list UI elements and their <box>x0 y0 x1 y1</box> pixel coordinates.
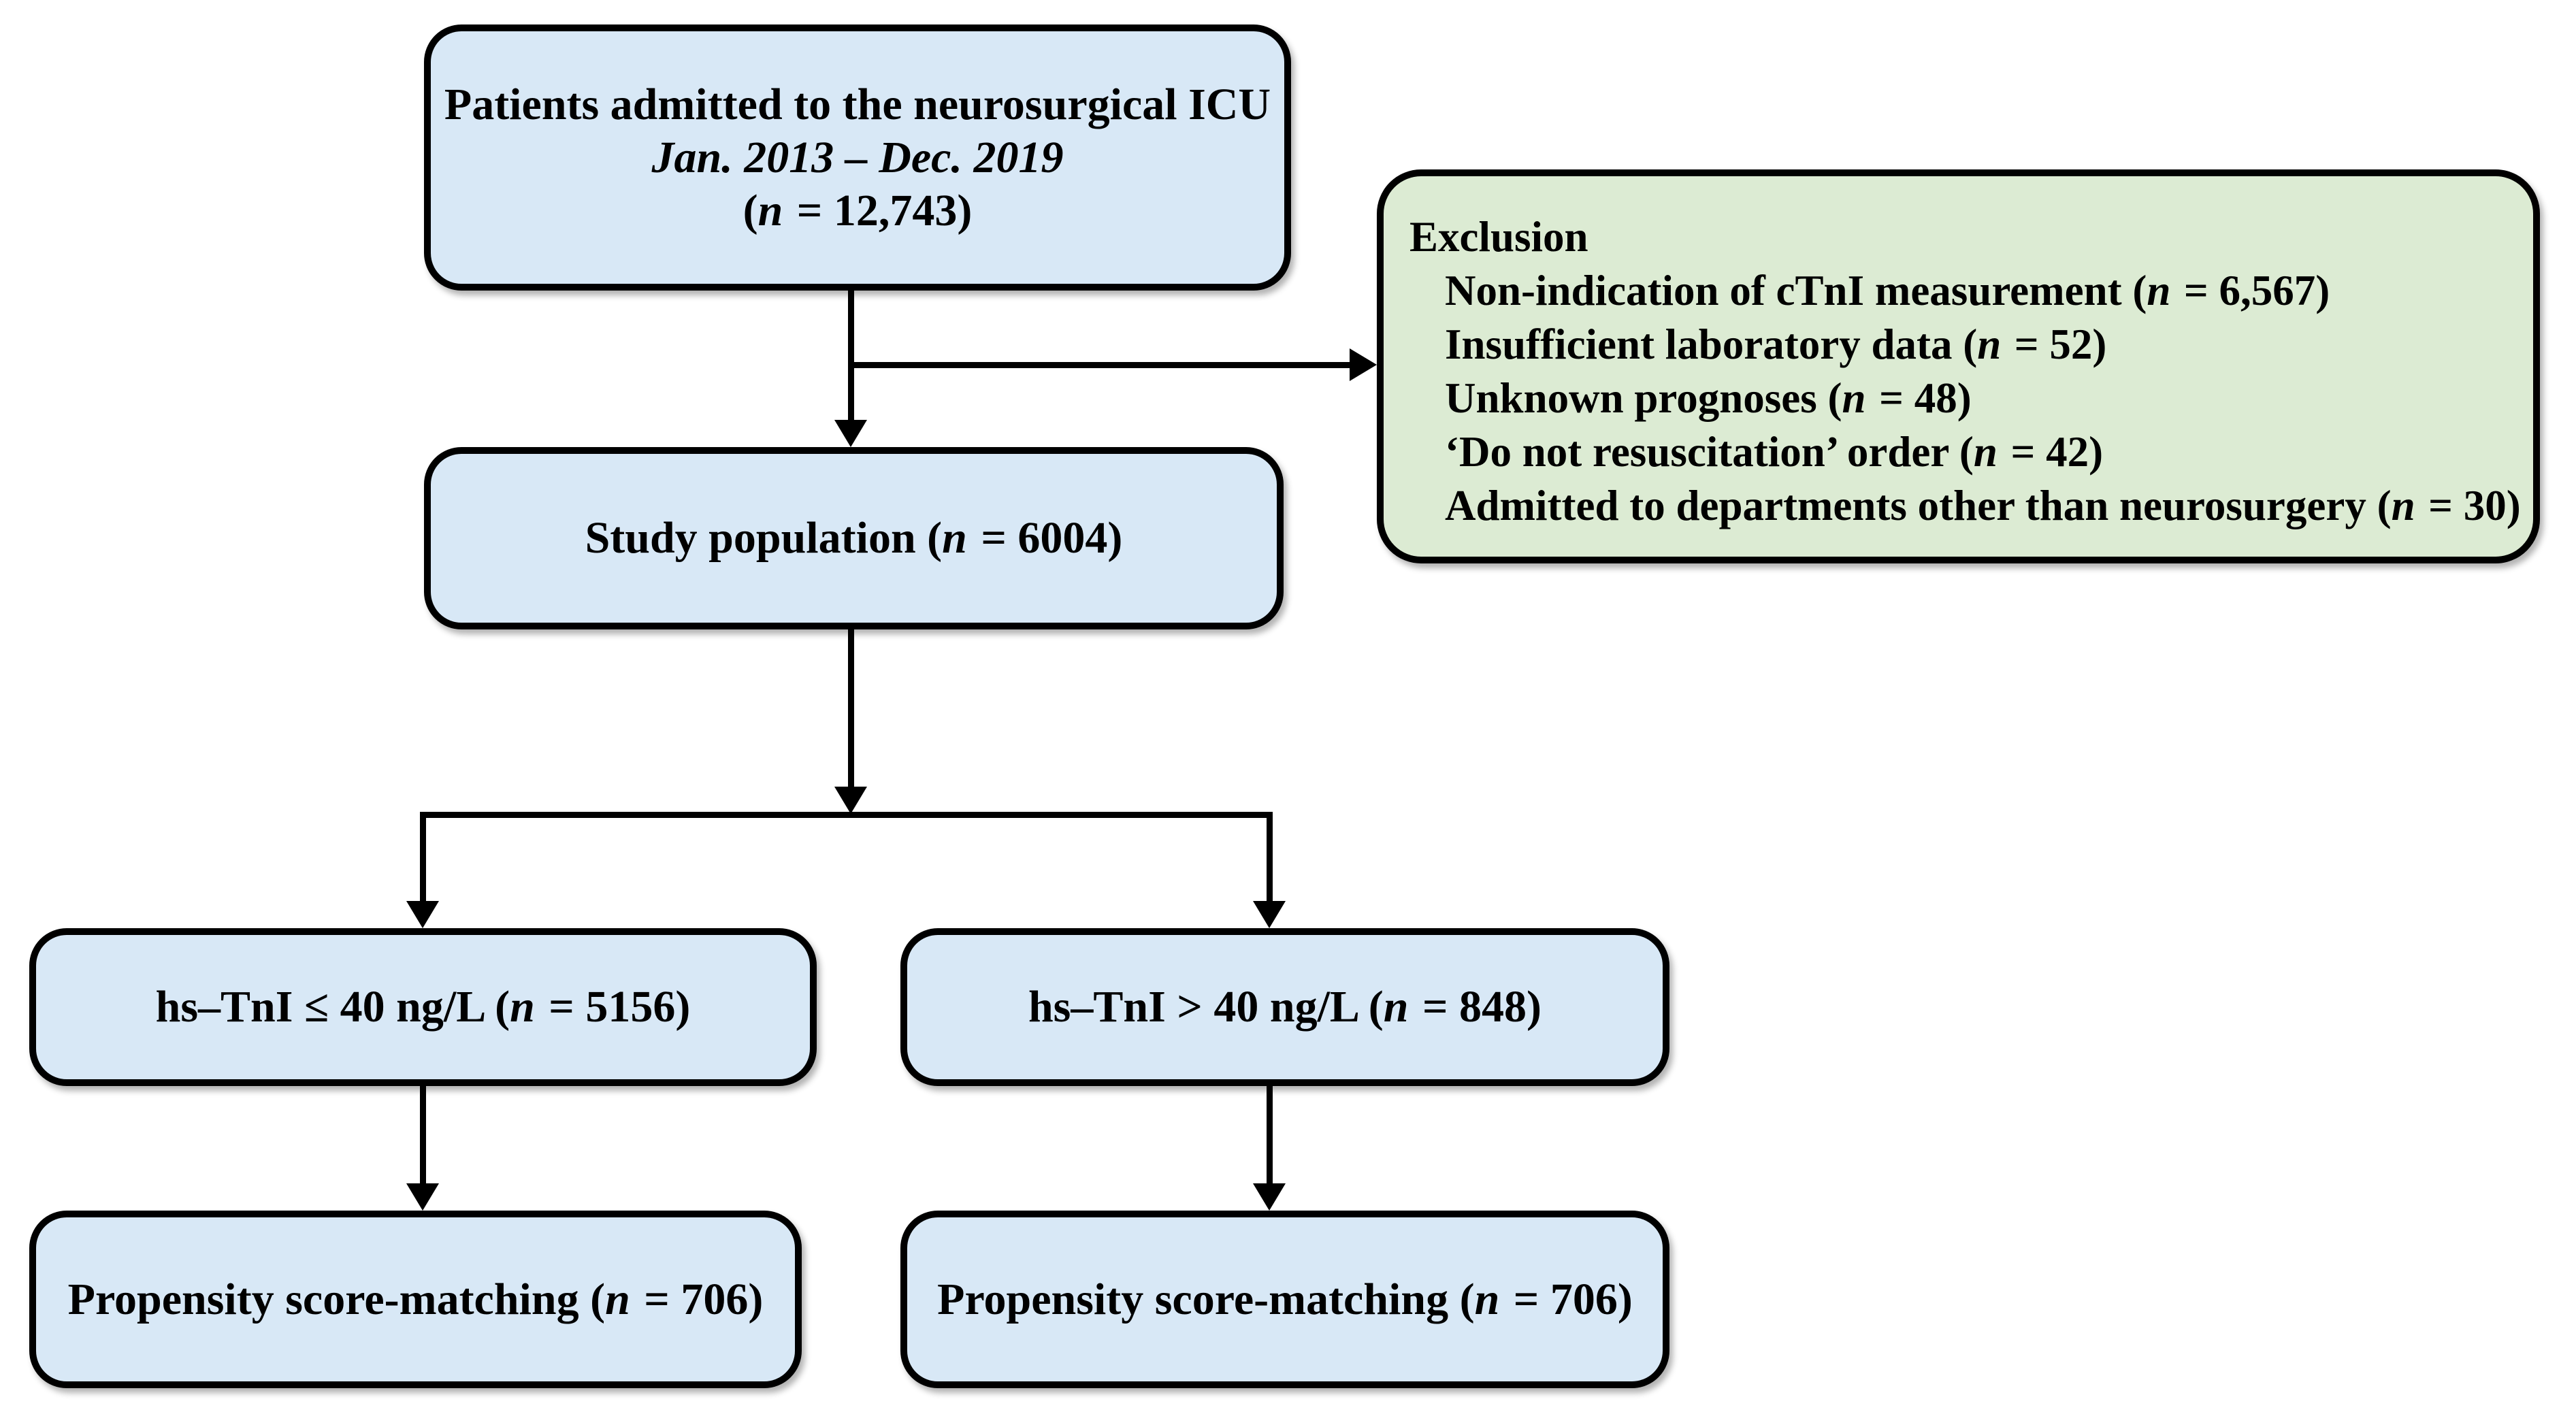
hs-tni-low-label: hs–TnI ≤ 40 ng/L (n = 5156) <box>155 982 691 1032</box>
exclusion-title: Exclusion <box>1409 213 1588 261</box>
admitted-count: (n = 12,743) <box>743 185 973 235</box>
psm-low-box: Propensity score-matching (n = 706) <box>29 1211 802 1388</box>
exclusion-item: ‘Do not resuscitation’ order (n = 42) <box>1445 428 2104 476</box>
connector-hs-low-to-psm <box>420 1086 426 1186</box>
down-arrowhead-icon <box>406 901 439 928</box>
connector-hs-high-to-psm <box>1267 1086 1273 1186</box>
right-arrowhead-icon <box>1350 348 1377 381</box>
admitted-patients-label: Patients admitted to the neurosurgical I… <box>431 31 1284 284</box>
study-population-label: Study population (n = 6004) <box>585 513 1123 563</box>
exclusion-item: Admitted to departments other than neuro… <box>1445 482 2521 529</box>
psm-low-label: Propensity score-matching (n = 706) <box>67 1274 764 1324</box>
hs-tni-low-box: hs–TnI ≤ 40 ng/L (n = 5156) <box>29 928 817 1086</box>
branch-horizontal-line <box>420 812 1273 818</box>
admitted-line1: Patients admitted to the neurosurgical I… <box>444 79 1271 129</box>
hs-tni-high-label: hs–TnI > 40 ng/L (n = 848) <box>1028 982 1542 1032</box>
exclusion-item: Insufficient laboratory data (n = 52) <box>1445 321 2107 368</box>
down-arrowhead-icon <box>1253 1183 1286 1211</box>
psm-high-label: Propensity score-matching (n = 706) <box>937 1274 1633 1324</box>
connector-branch-to-hs-low <box>420 812 426 904</box>
admitted-patients-box: Patients admitted to the neurosurgical I… <box>424 24 1291 291</box>
connector-study-to-branch <box>848 629 854 789</box>
connector-admitted-to-study <box>848 290 854 423</box>
psm-high-box: Propensity score-matching (n = 706) <box>900 1211 1669 1388</box>
exclusion-content: Exclusion Non-indication of cTnI measure… <box>1384 176 2533 557</box>
connector-to-exclusion <box>851 362 1352 368</box>
admitted-date-range: Jan. 2013 – Dec. 2019 <box>651 132 1064 182</box>
exclusion-item: Unknown prognoses (n = 48) <box>1445 374 1972 422</box>
down-arrowhead-icon <box>834 787 867 814</box>
down-arrowhead-icon <box>834 420 867 447</box>
exclusion-item: Non-indication of cTnI measurement (n = … <box>1445 267 2330 314</box>
down-arrowhead-icon <box>1253 901 1286 928</box>
down-arrowhead-icon <box>406 1183 439 1211</box>
hs-tni-high-box: hs–TnI > 40 ng/L (n = 848) <box>900 928 1669 1086</box>
study-population-box: Study population (n = 6004) <box>424 447 1284 629</box>
connector-branch-to-hs-high <box>1267 812 1273 904</box>
exclusion-box: Exclusion Non-indication of cTnI measure… <box>1377 169 2540 563</box>
